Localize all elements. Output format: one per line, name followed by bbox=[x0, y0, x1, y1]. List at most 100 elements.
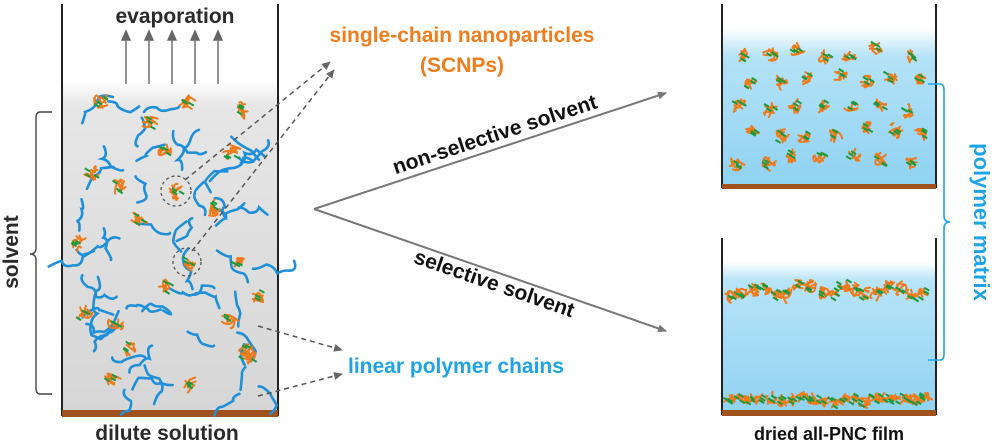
scnp-particle bbox=[122, 340, 137, 357]
polymer-chain bbox=[85, 309, 120, 336]
scnp-particle bbox=[841, 50, 858, 62]
scnp-particle bbox=[785, 148, 797, 164]
scnp-particle bbox=[846, 392, 860, 406]
scnp-particle bbox=[787, 98, 803, 114]
scnp-particle bbox=[833, 68, 848, 81]
polymer-chain bbox=[251, 259, 297, 276]
scnp-particle bbox=[237, 343, 255, 361]
highlight-circle-2 bbox=[172, 247, 202, 277]
polymer-chain bbox=[237, 204, 269, 216]
selective-solvent-label: selective solvent bbox=[411, 245, 577, 322]
scnp-particle bbox=[158, 278, 175, 295]
scnp-particle bbox=[157, 143, 172, 157]
scnp-particle bbox=[758, 282, 772, 296]
polymer-chain bbox=[233, 290, 242, 328]
scnp-label-line2: (SCNPs) bbox=[420, 54, 504, 77]
scnp-particle bbox=[915, 286, 930, 301]
scnp-particle bbox=[230, 257, 245, 268]
polymer-chain bbox=[135, 143, 166, 163]
scnp-particle bbox=[251, 288, 265, 303]
dried-film-label: dried all-PNC film bbox=[754, 424, 904, 444]
scnp-particle bbox=[775, 74, 789, 91]
polymer-chain bbox=[75, 197, 85, 232]
evaporation-arrows bbox=[120, 29, 224, 84]
scnp-particle bbox=[765, 390, 778, 405]
scnp-particle bbox=[743, 76, 758, 90]
scnp-particle bbox=[827, 396, 839, 410]
polymer-chain bbox=[110, 354, 147, 364]
scnp-particle bbox=[769, 288, 786, 302]
scnp-pointer-arrows bbox=[184, 61, 335, 252]
scnp-particle bbox=[824, 287, 841, 302]
scnp-particle bbox=[914, 73, 927, 85]
polymer-chain bbox=[186, 330, 216, 348]
chain-pointer-arrows bbox=[257, 325, 343, 397]
scnp-particle bbox=[776, 394, 789, 408]
scnp-particle bbox=[236, 101, 249, 120]
polymer-chain bbox=[119, 388, 133, 416]
linear-chains-label: linear polymer chains bbox=[348, 355, 564, 378]
scnp-particle bbox=[762, 102, 779, 119]
scnp-particle bbox=[222, 144, 242, 160]
scnp-particle bbox=[845, 147, 862, 162]
scnp-particle bbox=[835, 278, 853, 293]
scnp-particle bbox=[762, 47, 779, 62]
scnp-particle bbox=[817, 49, 834, 65]
solvent-brace bbox=[29, 111, 52, 395]
scnp-particle bbox=[779, 287, 793, 305]
scnp-particle bbox=[208, 198, 221, 217]
scnp-particle bbox=[812, 151, 829, 164]
scnp-particle bbox=[747, 282, 762, 297]
polymer-chain bbox=[81, 94, 115, 125]
polymer-chain bbox=[134, 175, 148, 204]
scnp-particle bbox=[787, 392, 798, 407]
scnp-particle bbox=[744, 393, 758, 406]
polymer-chain bbox=[172, 220, 188, 253]
scnp-particle bbox=[738, 47, 750, 63]
substrate-left bbox=[62, 410, 278, 417]
polymer-chain bbox=[168, 284, 216, 297]
scnp-particle bbox=[908, 393, 924, 407]
substrate-bottom-right bbox=[722, 410, 936, 416]
scnp-particle bbox=[815, 394, 830, 408]
polymer-chain bbox=[131, 376, 174, 391]
polymer-chain bbox=[192, 180, 207, 217]
scnp-particle bbox=[873, 151, 888, 168]
scnp-particle bbox=[106, 318, 125, 331]
scnp-particle bbox=[828, 128, 844, 143]
polymer-chain bbox=[175, 217, 194, 243]
dilute-solution-label: dilute solution bbox=[95, 422, 238, 444]
scnp-particle bbox=[103, 372, 122, 386]
polymer-chain bbox=[107, 100, 141, 114]
scnp-particle bbox=[905, 288, 920, 303]
polymer-chain bbox=[128, 344, 154, 374]
non-selective-film-container bbox=[721, 4, 937, 189]
polymer-chain bbox=[97, 145, 125, 172]
scnp-particle bbox=[728, 157, 746, 172]
scnp-particle bbox=[745, 124, 761, 137]
polymer-chain bbox=[213, 392, 241, 417]
scnp-particle bbox=[835, 393, 850, 406]
polymer-chain bbox=[143, 364, 164, 406]
scnp-particle bbox=[871, 286, 886, 302]
polymer-chain bbox=[194, 291, 221, 310]
branch-arrows bbox=[313, 91, 667, 333]
polymer-chain bbox=[89, 324, 119, 341]
scnp-particle bbox=[914, 127, 928, 141]
scnp-particle bbox=[220, 313, 240, 330]
scnp-particle bbox=[178, 94, 197, 110]
scnp-particle bbox=[732, 392, 748, 405]
scnp-particle bbox=[75, 304, 94, 321]
substrate-top-right bbox=[722, 184, 936, 189]
polymer-matrix-brace bbox=[928, 83, 951, 361]
scnp-particle bbox=[817, 99, 830, 114]
scnp-particle bbox=[70, 234, 87, 253]
polymer-chain bbox=[89, 275, 102, 326]
scnp-particle bbox=[857, 286, 873, 301]
evaporation-label: evaporation bbox=[115, 5, 234, 28]
scnp-particle bbox=[141, 115, 159, 131]
scnp-particle bbox=[183, 376, 197, 394]
scnp-particle bbox=[905, 157, 918, 170]
scnp-particle bbox=[873, 98, 888, 112]
